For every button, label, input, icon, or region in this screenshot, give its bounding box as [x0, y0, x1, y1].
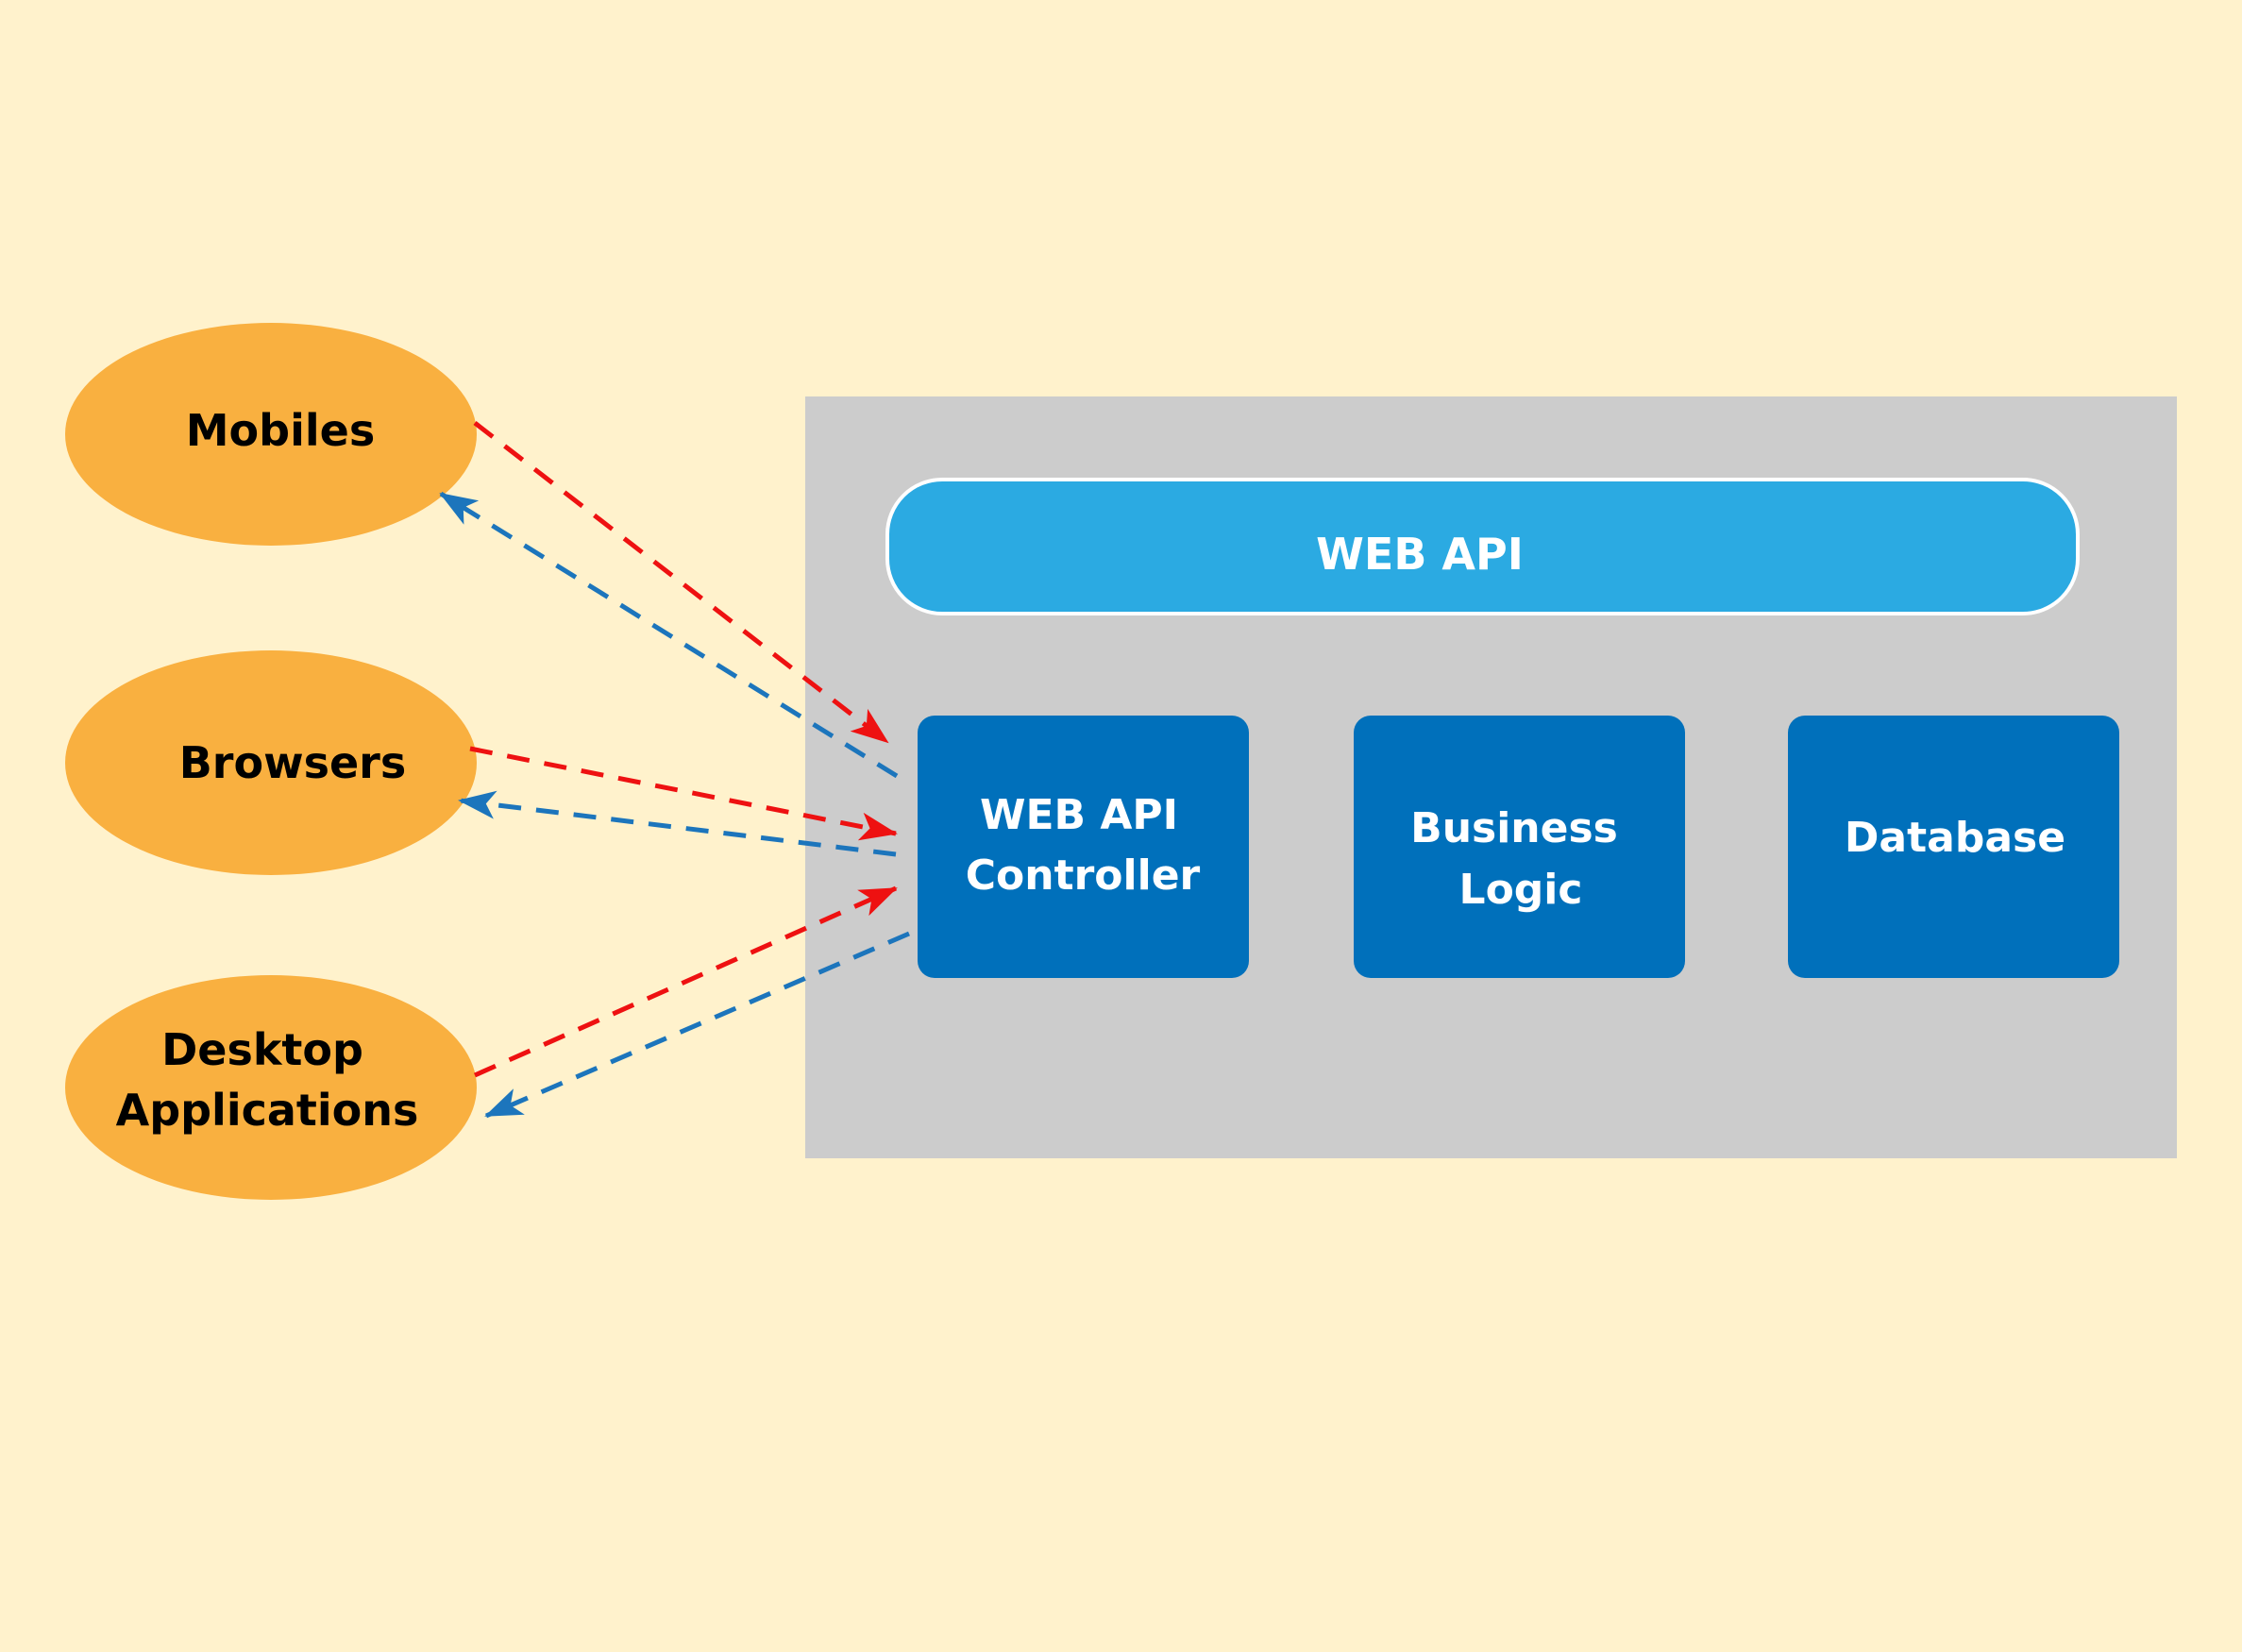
- component-database: Database: [1788, 716, 2119, 978]
- component-label-line-2: Logic: [1459, 866, 1583, 914]
- flows: [439, 421, 910, 1119]
- request-arrow-mobiles: [473, 421, 889, 744]
- response-arrow-desktop-applications: [484, 931, 910, 1119]
- component-label-line-2: Controller: [966, 851, 1201, 900]
- web-api-bar: WEB API: [885, 478, 2080, 615]
- component-label-line-1: WEB API: [980, 791, 1178, 839]
- component-web-api-controller: WEB API Controller: [918, 716, 1249, 978]
- request-arrow-browsers: [469, 746, 898, 841]
- component-label-line-1: Business: [1410, 804, 1618, 852]
- request-arrow-desktop-applications: [473, 885, 898, 1078]
- client-browsers: Browsers: [65, 650, 477, 875]
- component-label: Database: [1845, 814, 2065, 862]
- web-api-bar-label: WEB API: [1316, 529, 1524, 580]
- component-business-logic: Business Logic: [1354, 716, 1685, 978]
- client-label-line-2: Applications: [116, 1085, 419, 1136]
- client-label: Mobiles: [186, 405, 375, 456]
- client-mobiles: Mobiles: [65, 323, 477, 546]
- response-arrow-mobiles: [439, 491, 899, 779]
- client-label-line-1: Desktop: [161, 1024, 363, 1075]
- client-desktop-applications: Desktop Applications: [65, 975, 477, 1200]
- client-label: Browsers: [179, 737, 407, 788]
